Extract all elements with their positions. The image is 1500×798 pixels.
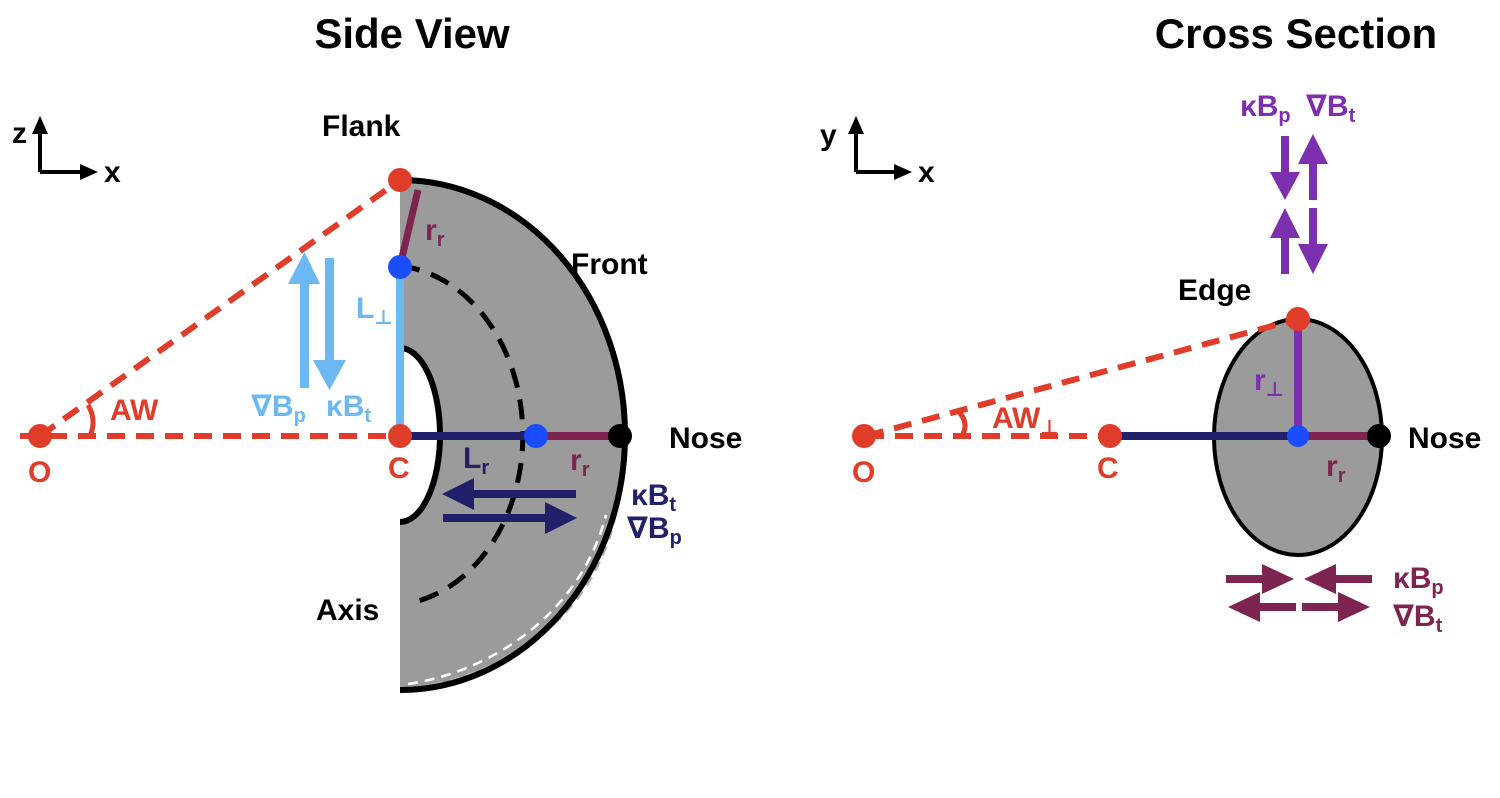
cross-nose-point bbox=[1367, 424, 1391, 448]
cross-center-point bbox=[1098, 424, 1122, 448]
side-nose-label: Nose bbox=[669, 422, 742, 455]
cross-origin-label: O bbox=[852, 456, 875, 489]
cross-angle-label: AW⊥ bbox=[992, 402, 1059, 439]
cross-axes-icon: y x bbox=[820, 116, 935, 189]
side-light-grad-label: ∇Bp bbox=[251, 390, 306, 427]
side-center-point bbox=[388, 424, 412, 448]
side-flank-point bbox=[388, 168, 412, 192]
side-angle-arc bbox=[85, 403, 96, 438]
side-light-arrow-pair bbox=[288, 252, 346, 390]
cross-maroon-arrow-pair bbox=[1226, 564, 1372, 622]
side-front-label: Front bbox=[571, 248, 648, 281]
cross-rperp-label: r⊥ bbox=[1254, 364, 1284, 401]
cross-section-panel: Cross Section y x bbox=[820, 10, 1481, 637]
side-diagonal-dashed bbox=[38, 177, 402, 439]
cross-axis-x-label: x bbox=[918, 156, 935, 189]
cross-purple-curv-label: κBp bbox=[1240, 90, 1291, 127]
side-axis-arc bbox=[399, 263, 526, 606]
cross-rr-label: rr bbox=[1326, 450, 1346, 487]
side-view-title: Side View bbox=[314, 10, 510, 57]
side-center-label: C bbox=[388, 452, 410, 485]
side-lperp-label: L⊥ bbox=[356, 292, 393, 329]
side-axes-icon: z x bbox=[12, 116, 121, 189]
side-origin-label: O bbox=[28, 456, 51, 489]
cross-diagonal-dashed bbox=[865, 316, 1299, 439]
cross-axis-y-label: y bbox=[820, 119, 837, 152]
side-axis-z-label: z bbox=[12, 117, 27, 150]
side-rr2-label: rr bbox=[570, 444, 590, 481]
side-lr-label: Lr bbox=[463, 442, 489, 479]
side-axis-label: Axis bbox=[316, 594, 379, 627]
cross-nose-label: Nose bbox=[1408, 422, 1481, 455]
cross-origin-point bbox=[852, 424, 876, 448]
side-view-panel: Side View z x bbox=[12, 10, 742, 693]
side-navy-grad-label: ∇Bp bbox=[627, 512, 682, 549]
cross-axis-point bbox=[1287, 425, 1309, 447]
side-rr-line bbox=[396, 189, 422, 267]
side-light-curv-label: κBt bbox=[326, 390, 371, 427]
side-flank-label: Flank bbox=[322, 110, 401, 143]
cross-angle-arc bbox=[955, 408, 968, 438]
cross-edge-point bbox=[1286, 307, 1310, 331]
cross-maroon-grad-label: ∇Bt bbox=[1393, 600, 1443, 637]
side-navy-arrow-pair bbox=[442, 478, 577, 534]
side-rr-label: rr bbox=[425, 214, 445, 251]
side-origin-point bbox=[28, 424, 52, 448]
side-navy-curv-label: κBt bbox=[631, 479, 676, 516]
side-axis-x-label: x bbox=[104, 156, 121, 189]
cross-section-title: Cross Section bbox=[1155, 10, 1437, 57]
cross-maroon-curv-label: κBp bbox=[1393, 562, 1444, 599]
side-axis-nose-point bbox=[524, 424, 548, 448]
side-angle-label: AW bbox=[110, 394, 159, 427]
cross-edge-label: Edge bbox=[1178, 274, 1251, 307]
cross-purple-grad-label: ∇Bt bbox=[1306, 90, 1356, 127]
cross-center-label: C bbox=[1097, 452, 1119, 485]
cross-purple-arrow-pair bbox=[1270, 134, 1328, 274]
side-axis-top-point bbox=[388, 255, 412, 279]
side-nose-point bbox=[608, 424, 632, 448]
